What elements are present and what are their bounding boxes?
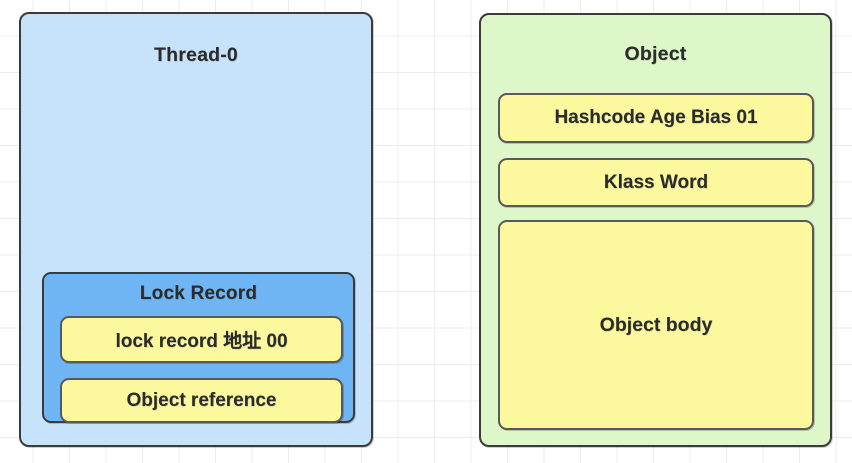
object-panel-title: Object [624, 43, 687, 65]
field-object-reference[interactable]: Object reference [60, 378, 343, 423]
thread-panel[interactable]: Thread-0 Lock Record lock record 地址 00 O… [19, 12, 373, 447]
field-klass-word[interactable]: Klass Word [498, 158, 814, 207]
thread-panel-title: Thread-0 [154, 44, 238, 66]
field-lock-record-address[interactable]: lock record 地址 00 [60, 316, 343, 363]
lock-record-title: Lock Record [139, 283, 258, 304]
lock-record-panel[interactable]: Lock Record lock record 地址 00 Object ref… [42, 272, 355, 423]
object-panel[interactable]: Object Hashcode Age Bias 01 Klass Word O… [479, 13, 832, 447]
field-object-body[interactable]: Object body [498, 220, 814, 430]
field-mark-word-hashcode-age-bias[interactable]: Hashcode Age Bias 01 [498, 93, 814, 143]
